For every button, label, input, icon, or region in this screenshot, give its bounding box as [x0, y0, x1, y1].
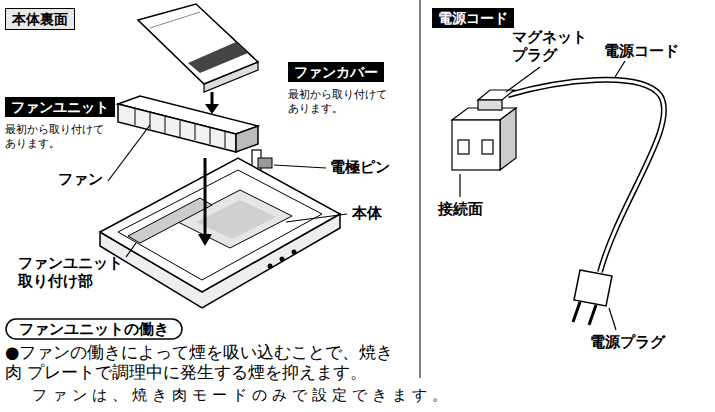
- note-text: ファンは、焼き肉モードのみで設定できます。: [32, 386, 452, 404]
- connector-side: [500, 108, 516, 170]
- part-label: 電源コード: [604, 42, 679, 60]
- leader-line: [609, 308, 616, 330]
- part-label: 本体: [352, 204, 382, 222]
- leader-line: [615, 61, 625, 77]
- label-text: ファンユニット: [5, 97, 115, 117]
- section-heading: ファンユニットの働き: [5, 318, 183, 340]
- part-label: 電源プラグ: [590, 333, 665, 351]
- leader-line: [274, 165, 326, 168]
- fan-slat: [180, 121, 181, 137]
- body-rim: [118, 170, 322, 280]
- connector-face: [452, 120, 500, 170]
- part-label: 電極ピン: [330, 158, 390, 176]
- fan-slat: [165, 117, 166, 133]
- part-label: マグネット プラグ: [512, 28, 590, 64]
- label-text: 電源コード: [432, 8, 514, 28]
- label-box: ファンユニット最初から取り付けて あります。: [5, 97, 115, 151]
- fan-slat: [225, 132, 226, 148]
- body-button: [292, 250, 297, 255]
- body-top: [100, 158, 340, 292]
- divider-line: [420, 0, 421, 378]
- pill-border: [6, 319, 182, 339]
- arrow-head: [198, 234, 212, 246]
- cord: [508, 80, 664, 272]
- connector-slot: [482, 140, 493, 154]
- part-label: ファンユニット 取り付け部: [18, 254, 130, 290]
- label-text: ファンユニットの働き: [5, 318, 183, 340]
- leader-line: [126, 243, 136, 257]
- power-plug: [574, 270, 612, 306]
- leader-line: [506, 67, 540, 92]
- leader-line: [286, 214, 347, 222]
- note-text: 最初から取り付けて あります。: [288, 88, 396, 116]
- fan-unit-end: [236, 126, 258, 152]
- cord-core: [508, 80, 664, 272]
- arrow-shaft: [211, 92, 214, 106]
- connector-slot: [458, 140, 469, 154]
- fan-slat: [150, 113, 151, 129]
- part-label: ファン: [58, 170, 103, 188]
- label-text: ファンカバー: [288, 62, 384, 82]
- fan-cover-edge: [150, 12, 200, 28]
- magnet-plug-top: [478, 90, 514, 100]
- magnet-plug-front: [478, 100, 502, 110]
- label-box: ファンカバー最初から取り付けて あります。: [288, 62, 396, 116]
- description-text: ●ファンの働きによって煙を吸い込むことで、焼き肉 プレートで調理中に発生する煙を…: [5, 343, 410, 383]
- body-button: [280, 257, 285, 262]
- leader-lines: [108, 125, 347, 257]
- fan-cover-grille: [188, 42, 248, 73]
- electrode-pin: [258, 158, 272, 168]
- fan-slat: [210, 128, 211, 144]
- label-box: 電源コード: [432, 8, 514, 28]
- fan-cover: [138, 4, 258, 84]
- note-text: 最初から取り付けて あります。: [5, 123, 113, 151]
- body-plate-area: [178, 190, 292, 248]
- leader-line: [108, 125, 150, 181]
- part-label: 接続面: [438, 200, 483, 218]
- body-button: [268, 264, 273, 269]
- fan-slat: [135, 109, 136, 125]
- plug-prong: [589, 305, 596, 325]
- arrow-shaft: [204, 158, 207, 236]
- fan-slats: [135, 109, 225, 148]
- leader-lines: [460, 61, 625, 330]
- label-box: 本体裏面: [5, 8, 75, 30]
- plug-prong: [573, 302, 580, 322]
- label-text: 本体裏面: [5, 8, 75, 30]
- fan-slat: [195, 124, 196, 140]
- leader-line: [459, 174, 460, 197]
